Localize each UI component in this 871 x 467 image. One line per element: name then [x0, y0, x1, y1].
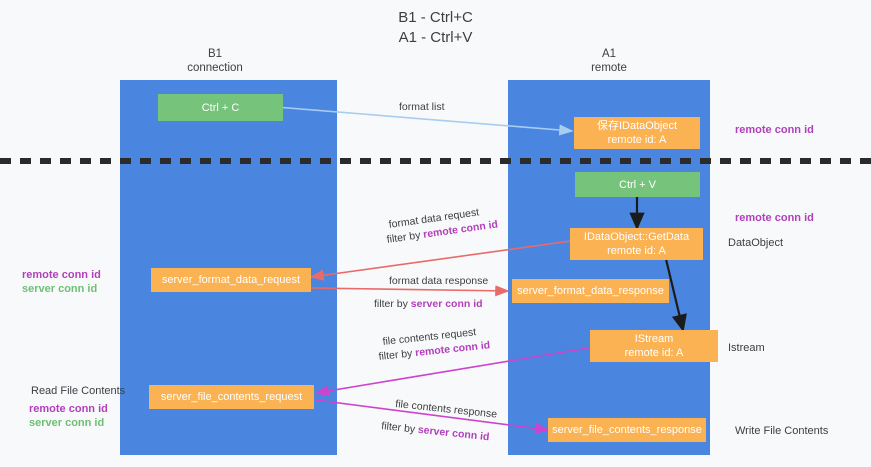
box-ctrl-v-label: Ctrl + V [619, 178, 656, 191]
edge-label-file-contents-response: file contents response [394, 398, 498, 421]
edge-label-format-list: format list [399, 101, 445, 113]
box-ctrl-v[interactable]: Ctrl + V [575, 172, 700, 197]
filter-key-server-conn-id-2: server conn id [417, 423, 490, 444]
annotation-remote-conn-id-top: remote conn id [735, 124, 814, 136]
annotation-read-file-contents: Read File Contents [31, 385, 126, 397]
box-server-file-contents-request[interactable]: server_file_contents_request [149, 385, 314, 409]
box-server-file-contents-response[interactable]: server_file_contents_response [548, 418, 706, 442]
edge-label-format-data-response-filter: filter by server conn id [374, 298, 483, 311]
box-server-file-contents-request-label: server_file_contents_request [160, 391, 303, 403]
diagram-title: B1 - Ctrl+C A1 - Ctrl+V [0, 8, 871, 48]
edge-label-format-data-response: format data response [389, 275, 489, 287]
annotation-left-remote-conn-id: remote conn id [22, 269, 101, 281]
title-line-1: B1 - Ctrl+C [398, 9, 473, 26]
box-idataobject-create[interactable]: 保存IDataObject remote id: A [574, 117, 700, 149]
box-idataobject-create-line1: 保存IDataObject [596, 120, 678, 132]
box-server-format-data-response-label: server_format_data_response [517, 285, 664, 297]
annotation-istream: Istream [728, 342, 765, 354]
edge-label-file-contents-response-filter: filter by server conn id [381, 420, 490, 444]
lane-header-b1-line2: connection [187, 61, 243, 74]
box-idataobject-getdata-line2: remote id: A [607, 245, 666, 257]
annotation-remote-conn-id-mid: remote conn id [735, 212, 814, 224]
box-istream-line2: remote id: A [624, 347, 684, 359]
box-istream-line1: IStream [634, 333, 674, 345]
filter-key-server-conn-id-1: server conn id [410, 298, 483, 310]
arrow-format-data-response [310, 285, 510, 297]
lane-header-a1-line2: remote [591, 61, 627, 74]
annotation-left-server-conn-id-2: server conn id [29, 417, 105, 429]
lane-header-a1-line1: A1 [601, 48, 617, 60]
lane-header-a1: A1 remote [539, 48, 679, 75]
box-ctrl-c-label: Ctrl + C [201, 101, 240, 114]
box-ctrl-c[interactable]: Ctrl + C [158, 94, 283, 121]
lane-header-b1-line1: B1 [207, 48, 223, 60]
lane-header-b1: B1 connection [145, 48, 285, 75]
box-idataobject-create-line2: remote id: A [607, 134, 667, 146]
filter-prefix-4: filter by [380, 420, 419, 436]
box-idataobject-getdata[interactable]: IDataObject::GetData remote id: A [570, 228, 703, 260]
filter-prefix-3: filter by [378, 347, 416, 363]
box-idataobject-getdata-line1: IDataObject::GetData [583, 231, 690, 243]
title-line-2: A1 - Ctrl+V [398, 29, 473, 46]
filter-prefix-2: filter by [374, 298, 411, 310]
annotation-left-remote-conn-id-2: remote conn id [29, 403, 108, 415]
annotation-left-server-conn-id: server conn id [22, 283, 98, 295]
annotation-dataobject: DataObject [728, 237, 784, 249]
box-server-format-data-request-label: server_format_data_request [161, 274, 301, 286]
box-server-format-data-request[interactable]: server_format_data_request [151, 268, 311, 292]
box-server-file-contents-response-label: server_file_contents_response [552, 424, 702, 436]
annotation-write-file-contents: Write File Contents [735, 425, 829, 437]
box-istream[interactable]: IStream remote id: A [590, 330, 718, 362]
box-server-format-data-response[interactable]: server_format_data_response [512, 279, 669, 303]
